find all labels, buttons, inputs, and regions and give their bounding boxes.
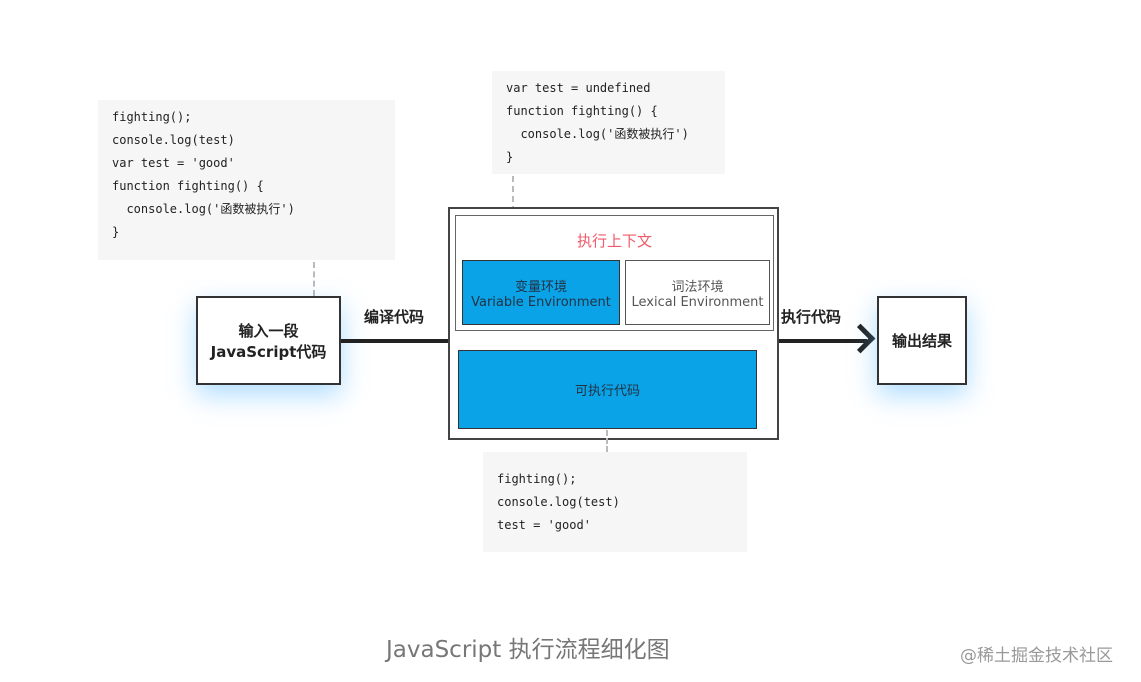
variable-env-cn: 变量环境 [514,279,567,295]
caption: JavaScript 执行流程细化图 [386,637,670,663]
variable-env-en: Variable Environment [471,294,611,310]
output-label: 输出结果 [891,332,952,350]
code-line: test = 'good' [497,518,591,532]
compile-label: 编译代码 [364,308,425,326]
execute-label: 执行代码 [781,308,842,326]
code-line: } [112,225,120,239]
code-line: console.log('函数被执行') [506,127,689,141]
executable-code-box: 可执行代码 [458,350,757,429]
code-line: console.log(test) [497,495,620,509]
code-line: } [506,150,514,164]
execute-arrow [779,339,867,343]
code-line: var test = undefined [506,81,651,95]
input-line1: 输入一段 [238,321,299,340]
code-line: console.log(test) [112,133,235,147]
lexical-env-cn: 词法环境 [671,279,724,295]
connector [606,430,608,452]
code-line: fighting(); [497,472,577,486]
connector [313,262,315,296]
lexical-env-en: Lexical Environment [631,294,764,310]
compile-arrow [341,339,449,343]
arrow-head-icon [845,323,876,354]
input-line2: JavaScript代码 [210,342,327,361]
variable-env-code-block: var test = undefined function fighting() … [492,71,725,174]
executable-code-block: fighting(); console.log(test) test = 'good… [483,452,747,552]
output-box: 输出结果 [877,296,967,385]
code-line: function fighting() { [112,179,264,193]
code-line: fighting(); [112,110,192,124]
source-code-block: fighting(); console.log(test) var test = '… [98,100,395,260]
code-line: console.log('函数被执行') [112,202,295,216]
executable-box-label: 可执行代码 [574,384,640,399]
input-box: 输入一段 JavaScript代码 [196,296,341,385]
code-line: function fighting() { [506,104,658,118]
watermark: @稀土掘金技术社区 [960,646,1113,666]
context-title: 执行上下文 [576,232,652,250]
code-line: var test = 'good' [112,156,235,170]
